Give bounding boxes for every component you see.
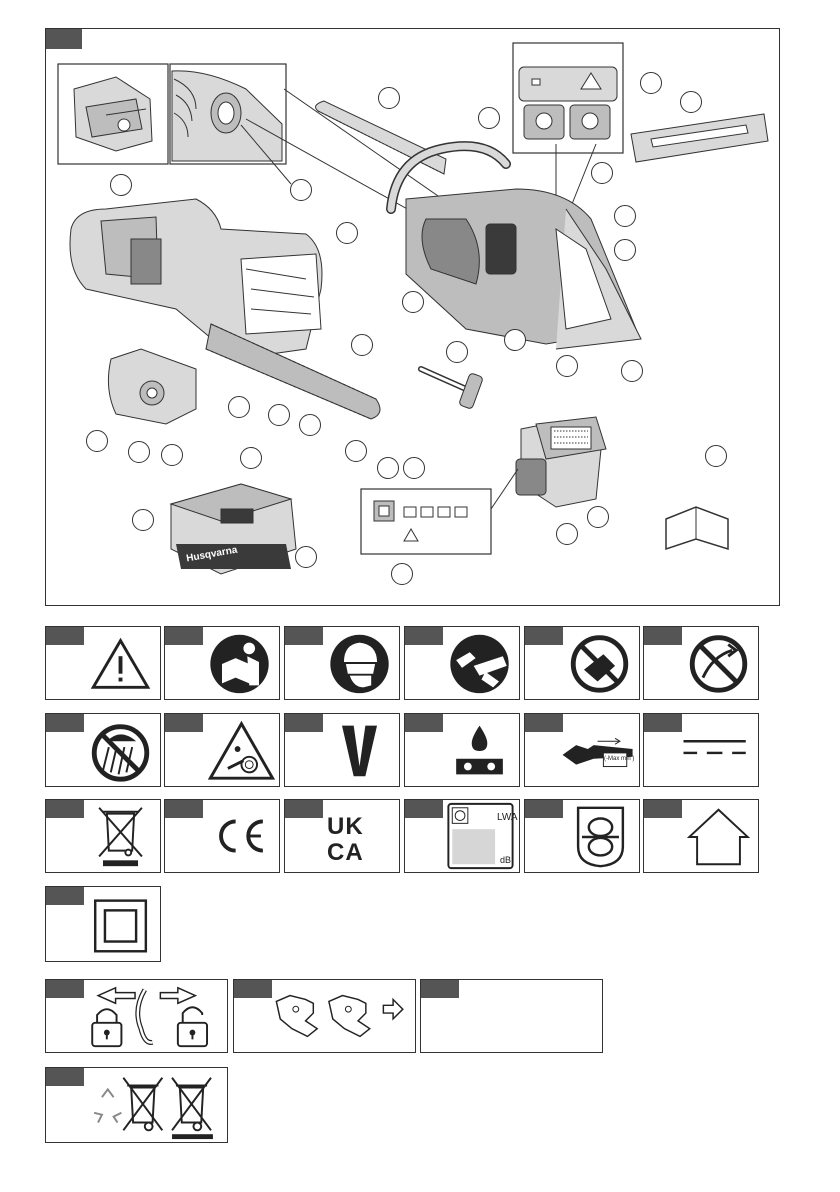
tile-protective-equipment <box>284 626 400 700</box>
callout-2 <box>290 179 312 201</box>
callout-15 <box>446 341 468 363</box>
tile-two-hands <box>404 626 520 700</box>
no-rain-icon <box>46 714 160 786</box>
ukca-line2: CA <box>327 839 364 867</box>
tile-no-rain <box>45 713 161 787</box>
db-label: dB <box>500 855 511 865</box>
chain-oil-icon <box>405 714 519 786</box>
v-icon <box>285 714 399 786</box>
ce-mark <box>165 800 279 872</box>
tile-read-manual <box>164 626 280 700</box>
tile-dc-current <box>643 713 759 787</box>
tile-brake-lock <box>45 979 228 1053</box>
recycle-icon <box>46 1068 227 1142</box>
callout-23 <box>161 444 183 466</box>
read-manual-icon <box>165 627 279 699</box>
tile-ce <box>164 799 280 873</box>
warning-icon <box>46 627 160 699</box>
blank-panel <box>420 979 603 1053</box>
callout-32 <box>391 563 413 585</box>
tile-weee <box>45 799 161 873</box>
tile-chain-brake <box>524 799 640 873</box>
callout-4 <box>478 107 500 129</box>
kickback-icon <box>644 627 758 699</box>
callout-28 <box>132 509 154 531</box>
battery-icon <box>516 417 606 507</box>
kickback-zone-icon <box>165 714 279 786</box>
tile-warning <box>45 626 161 700</box>
callout-11 <box>402 291 424 313</box>
callout-26 <box>403 457 425 479</box>
callout-14 <box>621 360 643 382</box>
tile-v <box>284 713 400 787</box>
callout-7 <box>591 162 613 184</box>
tile-recycle <box>45 1067 228 1143</box>
manual-icon <box>666 507 728 549</box>
tile-chain-direction <box>233 979 416 1053</box>
callout-20 <box>345 440 367 462</box>
bar-cover-icon <box>631 114 768 162</box>
two-hands-icon <box>405 627 519 699</box>
protective-equipment-icon <box>285 627 399 699</box>
tile-no-one-hand <box>524 626 640 700</box>
callout-16 <box>351 334 373 356</box>
brake-lock-icon <box>46 980 227 1052</box>
callout-5 <box>640 72 662 94</box>
callout-10 <box>614 239 636 261</box>
callout-17 <box>228 396 250 418</box>
tile-chain-speed: (-Max min ) <box>524 713 640 787</box>
callout-22 <box>128 441 150 463</box>
weee-bin-icon-2 <box>172 1078 213 1139</box>
chain-speed-icon <box>525 714 639 786</box>
tile-kickback-zone <box>164 713 280 787</box>
callout-12 <box>504 329 526 351</box>
chain-brake-icon <box>525 800 639 872</box>
dc-current-icon <box>644 714 758 786</box>
chain-direction-icon <box>234 980 415 1052</box>
lwa-label: LWA <box>497 812 518 823</box>
no-one-hand-icon <box>525 627 639 699</box>
indoor-use-icon <box>644 800 758 872</box>
callout-21 <box>86 430 108 452</box>
ukca-line1: UK <box>327 813 364 841</box>
callout-13 <box>556 355 578 377</box>
tile-double-insulation <box>45 886 161 962</box>
tile-sound-power: LWA dB <box>404 799 520 873</box>
tile-chain-oil <box>404 713 520 787</box>
callout-18 <box>268 404 290 426</box>
callout-3 <box>378 87 400 109</box>
tile-ukca: UK CA <box>284 799 400 873</box>
callout-8 <box>336 222 358 244</box>
weee-icon <box>46 800 160 872</box>
callout-1 <box>110 174 132 196</box>
callout-27 <box>705 445 727 467</box>
callout-6 <box>680 91 702 113</box>
chain-cover-icon <box>108 349 196 424</box>
callout-29 <box>587 506 609 528</box>
callout-30 <box>556 523 578 545</box>
combination-tool-icon <box>421 369 483 409</box>
tile-kickback <box>643 626 759 700</box>
double-insulation-icon <box>46 887 160 961</box>
weee-bin-icon-1 <box>123 1078 162 1131</box>
callout-24 <box>240 447 262 469</box>
callout-19 <box>299 414 321 436</box>
callout-31 <box>295 546 317 568</box>
chain-speed-label: (-Max min ) <box>604 756 634 762</box>
overview-figure: Husqvarna <box>45 28 780 606</box>
callout-25 <box>377 457 399 479</box>
callout-9 <box>614 205 636 227</box>
tile-indoor-use <box>643 799 759 873</box>
overview-drawing <box>46 29 781 607</box>
